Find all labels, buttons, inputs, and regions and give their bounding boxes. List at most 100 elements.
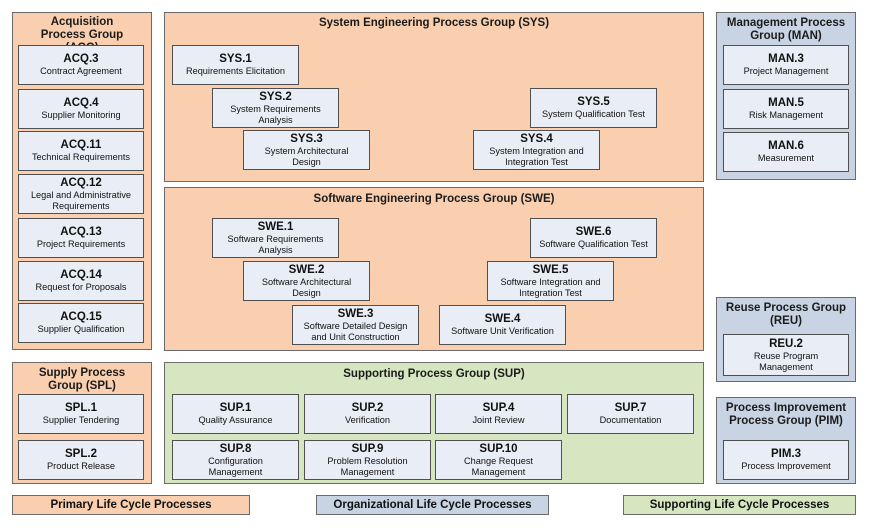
- sys-group-title: System Engineering Process Group (SYS): [318, 17, 550, 29]
- process-code: SWE.4: [484, 313, 521, 325]
- process-sup-7: SUP.7 Documentation: [567, 394, 694, 434]
- process-spl-1: SPL.1 Supplier Tendering: [18, 394, 144, 434]
- process-sup-2: SUP.2 Verification: [304, 394, 431, 434]
- process-code: ACQ.15: [60, 311, 102, 323]
- process-code: MAN.5: [768, 97, 804, 109]
- process-acq-12: ACQ.12 Legal and Administrative Requirem…: [18, 174, 144, 214]
- process-name: Software Unit Verification: [451, 326, 554, 336]
- process-name: System Architectural Design: [264, 145, 349, 167]
- process-code: SUP.9: [351, 442, 384, 455]
- process-acq-13: ACQ.13 Project Requirements: [18, 218, 144, 258]
- process-acq-15: ACQ.15 Supplier Qualification: [18, 303, 144, 343]
- swe-group-title: Software Engineering Process Group (SWE): [313, 193, 555, 205]
- process-name: Problem Resolution Management: [327, 455, 408, 477]
- process-reu-2: REU.2 Reuse Program Management: [723, 334, 849, 376]
- process-name: Joint Review: [472, 415, 525, 425]
- legend-primary: Primary Life Cycle Processes: [12, 495, 250, 515]
- process-name: Risk Management: [748, 110, 824, 120]
- process-spl-2: SPL.2 Product Release: [18, 440, 144, 480]
- process-sup-9: SUP.9 Problem Resolution Management: [304, 440, 431, 480]
- process-name: Project Requirements: [36, 239, 126, 249]
- process-swe-5: SWE.5 Software Integration and Integrati…: [487, 261, 614, 301]
- process-code: ACQ.12: [60, 176, 102, 189]
- process-code: REU.2: [769, 337, 803, 350]
- process-code: SWE.3: [337, 307, 374, 320]
- process-code: SYS.4: [520, 132, 553, 145]
- pim-group-title: Process Improvement Process Group (PIM): [725, 402, 847, 427]
- process-acq-14: ACQ.14 Request for Proposals: [18, 261, 144, 301]
- process-sys-3: SYS.3 System Architectural Design: [243, 130, 370, 170]
- process-sys-1: SYS.1 Requirements Elicitation: [172, 45, 299, 85]
- process-sys-2: SYS.2 System Requirements Analysis: [212, 88, 339, 128]
- process-code: SUP.1: [219, 402, 252, 414]
- process-code: SUP.10: [479, 442, 518, 455]
- process-pim-3: PIM.3 Process Improvement: [723, 440, 849, 480]
- legend-supporting: Supporting Life Cycle Processes: [623, 495, 856, 515]
- process-swe-6: SWE.6 Software Qualification Test: [530, 218, 657, 258]
- process-code: SWE.6: [575, 226, 612, 238]
- legend-organizational: Organizational Life Cycle Processes: [316, 495, 549, 515]
- process-code: ACQ.4: [63, 97, 99, 109]
- process-code: MAN.6: [768, 140, 804, 152]
- process-man-5: MAN.5 Risk Management: [723, 89, 849, 129]
- man-group-title: Management Process Group (MAN): [726, 17, 846, 42]
- process-name: Requirements Elicitation: [185, 66, 286, 76]
- process-name: System Integration and Integration Test: [489, 145, 584, 167]
- process-man-6: MAN.6 Measurement: [723, 132, 849, 172]
- process-name: Quality Assurance: [198, 415, 273, 425]
- process-code: MAN.3: [768, 53, 804, 65]
- process-sys-5: SYS.5 System Qualification Test: [530, 88, 657, 128]
- process-name: Documentation: [599, 415, 662, 425]
- process-code: SWE.2: [288, 263, 325, 276]
- process-sup-8: SUP.8 Configuration Management: [172, 440, 299, 480]
- process-name: Measurement: [757, 153, 815, 163]
- process-name: Project Management: [743, 66, 829, 76]
- process-name: Reuse Program Management: [753, 350, 819, 372]
- process-sup-4: SUP.4 Joint Review: [435, 394, 562, 434]
- process-swe-1: SWE.1 Software Requirements Analysis: [212, 218, 339, 258]
- process-sys-4: SYS.4 System Integration and Integration…: [473, 130, 600, 170]
- process-code: SYS.2: [259, 90, 292, 103]
- process-name: Verification: [345, 415, 390, 425]
- process-name: Configuration Management: [208, 455, 263, 477]
- process-name: Software Detailed Design and Unit Constr…: [303, 320, 408, 342]
- process-name: Software Integration and Integration Tes…: [500, 276, 601, 298]
- process-sup-1: SUP.1 Quality Assurance: [172, 394, 299, 434]
- process-acq-11: ACQ.11 Technical Requirements: [18, 131, 144, 171]
- spl-group-title: Supply Process Group (SPL): [38, 367, 126, 392]
- process-code: ACQ.13: [60, 226, 102, 238]
- process-man-3: MAN.3 Project Management: [723, 45, 849, 85]
- process-name: Supplier Tendering: [42, 415, 120, 425]
- process-code: SUP.8: [219, 442, 252, 455]
- process-code: PIM.3: [770, 448, 802, 460]
- process-code: ACQ.11: [60, 139, 102, 151]
- process-name: Product Release: [47, 461, 115, 471]
- process-code: SUP.4: [482, 402, 515, 414]
- process-name: System Requirements Analysis: [230, 103, 321, 125]
- process-swe-2: SWE.2 Software Architectural Design: [243, 261, 370, 301]
- sup-group-title: Supporting Process Group (SUP): [343, 368, 525, 380]
- process-name: Software Qualification Test: [539, 239, 648, 249]
- process-code: SPL.1: [65, 402, 97, 414]
- process-code: SYS.3: [290, 132, 323, 145]
- process-name: Request for Proposals: [35, 282, 127, 292]
- process-swe-4: SWE.4 Software Unit Verification: [439, 305, 566, 345]
- process-code: SYS.1: [219, 53, 252, 65]
- process-swe-3: SWE.3 Software Detailed Design and Unit …: [292, 305, 419, 345]
- process-name: Change Request Management: [464, 455, 533, 477]
- process-code: ACQ.14: [60, 269, 102, 281]
- process-name: Contract Agreement: [40, 66, 122, 76]
- process-name: Process Improvement: [741, 461, 831, 471]
- process-code: SWE.5: [532, 263, 569, 276]
- reu-group-title: Reuse Process Group (REU): [725, 302, 847, 327]
- process-acq-4: ACQ.4 Supplier Monitoring: [18, 89, 144, 129]
- process-name: Software Requirements Analysis: [227, 233, 324, 255]
- process-code: ACQ.3: [63, 53, 99, 65]
- process-name: System Qualification Test: [542, 109, 645, 119]
- process-code: SWE.1: [257, 220, 294, 233]
- process-code: SUP.2: [351, 402, 384, 414]
- process-name: Software Architectural Design: [261, 276, 352, 298]
- process-code: SPL.2: [65, 448, 97, 460]
- process-name: Supplier Qualification: [37, 324, 125, 334]
- process-name: Legal and Administrative Requirements: [30, 189, 132, 211]
